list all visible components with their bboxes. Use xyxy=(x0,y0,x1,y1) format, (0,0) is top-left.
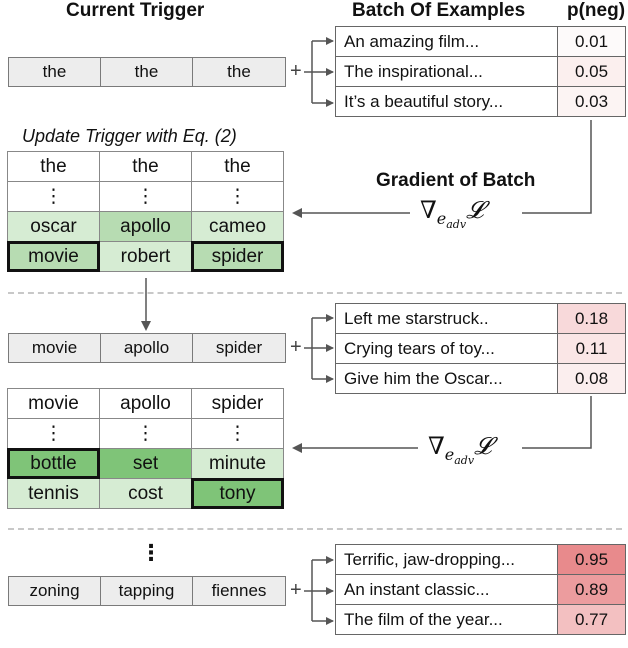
p-neg-value: 0.77 xyxy=(557,604,626,635)
plus-sign: + xyxy=(290,336,302,358)
batch-of-examples-header: Batch Of Examples xyxy=(352,0,526,21)
example-text: It’s a beautiful story... xyxy=(335,86,558,117)
candidate-token: oscar xyxy=(7,211,100,242)
p-neg-value: 0.03 xyxy=(557,86,626,117)
gradient-arrow xyxy=(522,396,592,449)
candidate-token: robert xyxy=(99,241,192,272)
trigger-token: apollo xyxy=(101,334,193,362)
plus-sign: + xyxy=(290,60,302,82)
candidate-token: ⋮ xyxy=(191,418,284,449)
plus-sign: + xyxy=(290,579,302,601)
example-text: Left me starstruck.. xyxy=(335,303,558,334)
candidate-token: spider xyxy=(191,388,284,419)
section-divider xyxy=(8,292,622,294)
candidate-token: the xyxy=(7,151,100,182)
formula-subscript: eadv xyxy=(444,445,475,468)
current-trigger-header: Current Trigger xyxy=(66,0,205,21)
update-trigger-header: Update Trigger with Eq. (2) xyxy=(22,126,237,146)
nabla-symbol: ∇ xyxy=(428,432,445,460)
p-neg-value: 0.01 xyxy=(557,26,626,57)
p-neg-value: 0.95 xyxy=(557,544,626,575)
example-text: An instant classic... xyxy=(335,574,558,605)
trigger-token: the xyxy=(101,58,193,86)
example-text: The inspirational... xyxy=(335,56,558,87)
loss-symbol: 𝓛 xyxy=(466,196,484,224)
example-text: The film of the year... xyxy=(335,604,558,635)
candidate-token: minute xyxy=(191,448,284,479)
candidate-token: ⋮ xyxy=(7,418,100,449)
trigger-token: the xyxy=(9,58,101,86)
gradient-of-batch-label: Gradient of Batch xyxy=(376,170,536,191)
p-neg-value: 0.05 xyxy=(557,56,626,87)
loss-symbol: 𝓛 xyxy=(474,432,492,460)
trigger-token: fiennes xyxy=(211,581,267,600)
formula-subscript: eadv xyxy=(436,209,467,232)
gradient-formula: ∇eadv𝓛 xyxy=(428,432,492,468)
nabla-symbol: ∇ xyxy=(420,196,437,224)
selected-candidate-token: tony xyxy=(191,478,284,509)
candidate-token: apollo xyxy=(99,388,192,419)
gradient-formula: ∇eadv𝓛 xyxy=(420,196,484,232)
selected-candidate-token: bottle xyxy=(7,448,100,479)
trigger-token: movie xyxy=(9,334,101,362)
selected-candidate-token: movie xyxy=(7,241,100,272)
ellipsis-icon: ⋮ xyxy=(140,540,162,565)
candidate-token: ⋮ xyxy=(191,181,284,212)
p-neg-value: 0.08 xyxy=(557,363,626,394)
candidate-token: cameo xyxy=(191,211,284,242)
trigger-token: zoning xyxy=(9,577,101,605)
candidate-token: apollo xyxy=(99,211,192,242)
p-neg-value: 0.89 xyxy=(557,574,626,605)
selected-candidate-token: spider xyxy=(191,241,284,272)
gradient-arrow xyxy=(522,120,592,214)
candidate-token: the xyxy=(99,151,192,182)
p-neg-header: p(neg) xyxy=(567,0,626,21)
trigger-token: the xyxy=(227,62,251,81)
section-divider xyxy=(8,528,622,530)
example-text: Give him the Oscar... xyxy=(335,363,558,394)
trigger-token: spider xyxy=(215,338,263,357)
candidate-token: ⋮ xyxy=(99,181,192,212)
trigger-token: tapping xyxy=(101,577,193,605)
example-text: An amazing film... xyxy=(335,26,558,57)
